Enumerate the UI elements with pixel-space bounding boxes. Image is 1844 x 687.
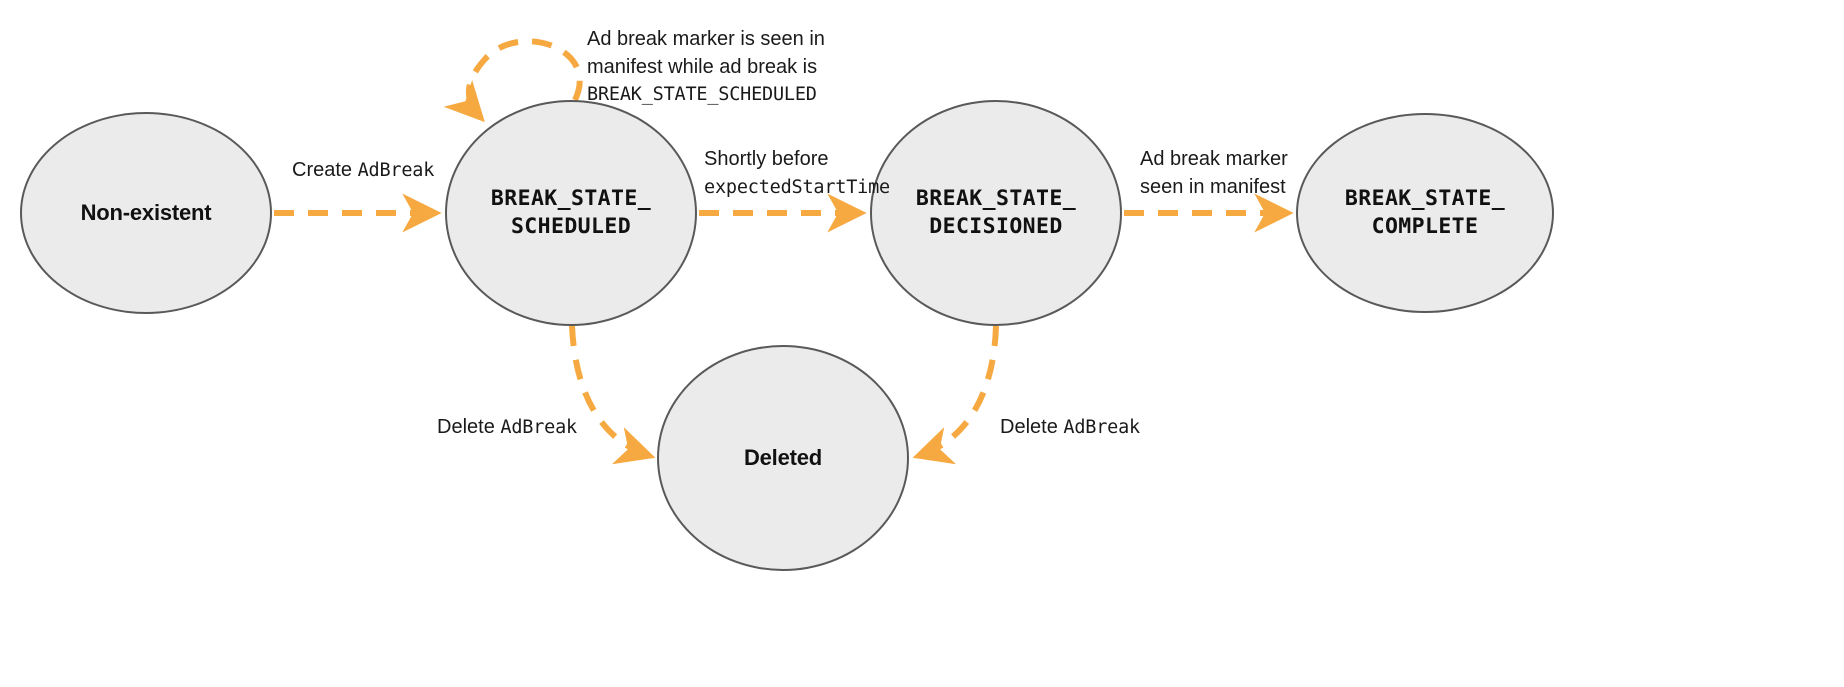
edge-label-code: expectedStartTime xyxy=(704,176,890,198)
edge-label-scheduled-self-loop: Ad break marker is seen in manifest while… xyxy=(587,26,825,109)
edge-label-line2: manifest while ad break is xyxy=(587,55,818,78)
edge-label-delete-from-decisioned: Delete AdBreak xyxy=(1000,414,1140,442)
state-node-label: BREAK_STATE_ DECISIONED xyxy=(915,185,1077,239)
edge-label-text: Delete xyxy=(437,416,501,438)
edge-label-code: AdBreak xyxy=(500,417,577,438)
state-node-break-state-scheduled[interactable]: BREAK_STATE_ SCHEDULED xyxy=(445,100,697,326)
state-node-label: Deleted xyxy=(743,445,823,471)
state-node-break-state-decisioned[interactable]: BREAK_STATE_ DECISIONED xyxy=(870,100,1122,326)
state-node-non-existent[interactable]: Non-existent xyxy=(20,112,272,314)
edge-label-marker-seen: Ad break marker seen in manifest xyxy=(1140,146,1288,201)
edge-label-text: Create xyxy=(292,159,358,181)
edge-label-delete-from-scheduled: Delete AdBreak xyxy=(437,414,577,442)
state-node-label: Non-existent xyxy=(80,200,212,226)
edge-label-line1: Ad break marker xyxy=(1140,148,1288,170)
state-node-label: BREAK_STATE_ SCHEDULED xyxy=(490,185,652,239)
state-node-deleted[interactable]: Deleted xyxy=(657,345,909,571)
state-node-label: BREAK_STATE_ COMPLETE xyxy=(1344,185,1506,239)
edge-scheduled-self-loop xyxy=(443,38,583,123)
edge-label-shortly-before: Shortly before expectedStartTime xyxy=(704,146,890,201)
edge-label-create-adbreak: Create AdBreak xyxy=(292,157,434,185)
edge-delete-from-scheduled xyxy=(569,325,656,465)
edge-label-line1: Ad break marker is seen in xyxy=(587,28,825,50)
edge-label-line2: seen in manifest xyxy=(1140,175,1286,198)
state-node-break-state-complete[interactable]: BREAK_STATE_ COMPLETE xyxy=(1296,113,1554,313)
edge-label-code: BREAK_STATE_SCHEDULED xyxy=(587,84,817,106)
edge-label-code: AdBreak xyxy=(357,160,435,181)
edge-label-code: AdBreak xyxy=(1063,417,1140,438)
edge-delete-from-decisioned xyxy=(912,325,999,465)
edge-label-text: Delete xyxy=(1000,416,1064,438)
edge-label-text: Shortly before xyxy=(704,148,829,170)
